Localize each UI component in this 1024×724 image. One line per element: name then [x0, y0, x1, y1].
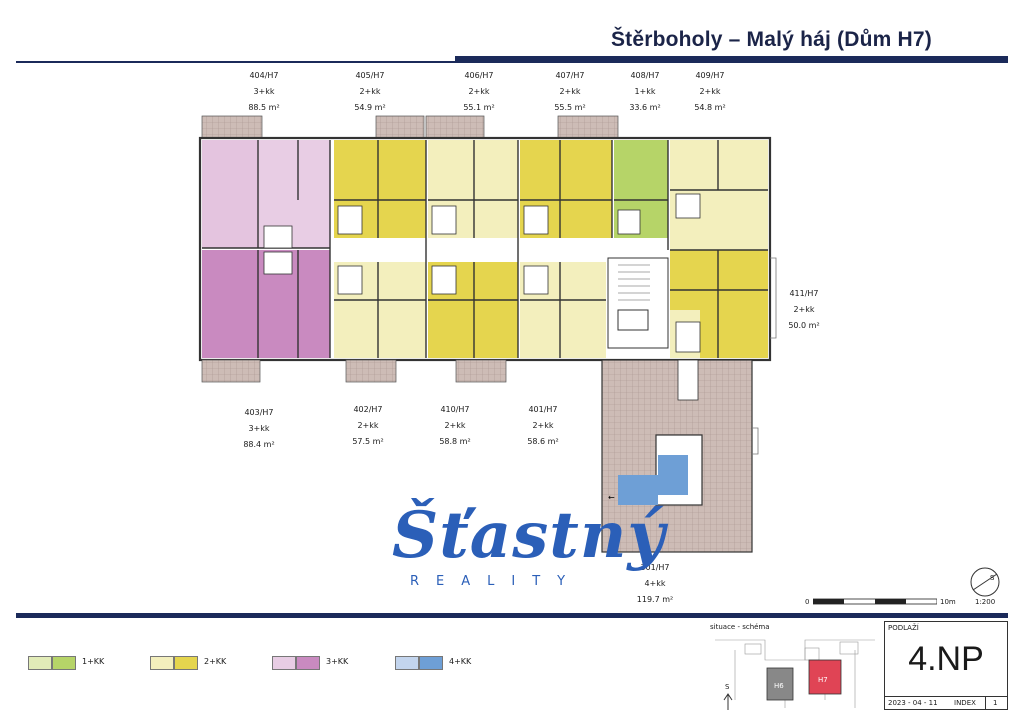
- page-title: Štěrboholy – Malý háj (Dům H7): [610, 28, 932, 51]
- balcony-404: [201, 115, 263, 139]
- scale-zero: 0: [805, 598, 810, 606]
- compass-icon: [970, 567, 1000, 597]
- index-value: 1: [993, 699, 998, 707]
- legend-2kk-light: [150, 656, 174, 670]
- legend-3kk-light: [272, 656, 296, 670]
- logo-subtitle: REALITY: [410, 574, 583, 589]
- balcony-405: [375, 115, 425, 139]
- situation-h6: H6: [774, 682, 784, 690]
- title-rule-thin: [16, 61, 1008, 63]
- legend-3kk-label: 3+KK: [326, 657, 349, 666]
- balcony-406: [425, 115, 485, 139]
- scale-ratio: 1:200: [975, 598, 996, 606]
- compass-label: S: [990, 574, 995, 582]
- legend-4kk-light: [395, 656, 419, 670]
- situation-map: H6 H7: [715, 639, 875, 708]
- unit-301-room: [658, 455, 688, 495]
- balcony-410: [455, 359, 507, 383]
- floor-plan: ←: [198, 115, 777, 553]
- legend-4kk-dark: [419, 656, 443, 670]
- stair-core: [607, 257, 669, 349]
- arrow-label: ←: [608, 493, 615, 502]
- floor-value: 4.NP: [908, 640, 984, 678]
- north-arrow-label: S: [725, 683, 730, 691]
- legend-3kk-dark: [296, 656, 320, 670]
- situation-label: situace - schéma: [710, 623, 770, 631]
- logo: Šťastný REALITY: [392, 496, 666, 589]
- north-arrow-icon: [723, 693, 733, 710]
- legend-2kk-label: 2+KK: [204, 657, 227, 666]
- floor-label: PODLAŽÍ: [888, 624, 919, 632]
- index-label: INDEX: [954, 699, 976, 707]
- scale-end: 10m: [940, 598, 956, 606]
- situation-h7: H7: [818, 676, 828, 684]
- legend-1kk-dark: [52, 656, 76, 670]
- scale-bar: [813, 598, 937, 605]
- info-box: [884, 621, 1008, 710]
- balcony-403: [201, 359, 261, 383]
- legend-1kk-label: 1+KK: [82, 657, 105, 666]
- legend-1kk-light: [28, 656, 52, 670]
- footer-rule: [16, 613, 1008, 618]
- balcony-402: [345, 359, 397, 383]
- balcony-407: [557, 115, 619, 139]
- date: 2023 - 04 - 11: [888, 699, 938, 707]
- title-rule: [455, 56, 1008, 62]
- logo-wordmark: Šťastný: [392, 498, 666, 573]
- legend-2kk-dark: [174, 656, 198, 670]
- legend-4kk-label: 4+KK: [449, 657, 472, 666]
